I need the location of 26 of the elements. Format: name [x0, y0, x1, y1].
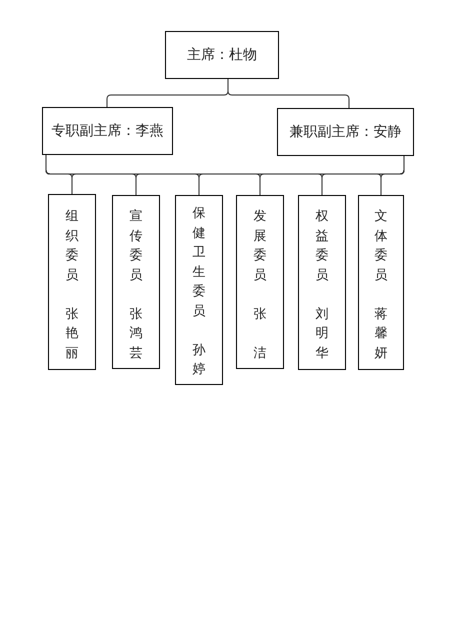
position-title: 组织委员 — [66, 208, 78, 284]
member-name: 刘明华 — [316, 306, 328, 362]
position-title: 文体委员 — [374, 208, 388, 284]
member-name: 蒋馨妍 — [374, 306, 388, 362]
position-box — [358, 195, 404, 370]
position-box — [165, 31, 279, 79]
member-name: 张洁 — [254, 306, 266, 363]
position-box — [42, 107, 173, 155]
position-box — [236, 195, 284, 369]
position-title: 保健卫生委员 — [192, 205, 206, 320]
position-title: 发展委员 — [254, 208, 266, 284]
position-title: 权益委员 — [316, 208, 328, 284]
position-box — [277, 108, 414, 156]
position-box — [48, 194, 96, 370]
position-title: 宣传委员 — [130, 208, 142, 284]
position-box — [298, 195, 346, 370]
position-title: 兼职副主席：安静 — [290, 123, 402, 141]
position-title: 主席：杜物 — [187, 46, 257, 64]
position-title: 专职副主席：李燕 — [52, 122, 164, 140]
member-name: 张鸿芸 — [130, 306, 142, 362]
member-name: 孙婷 — [192, 342, 206, 379]
position-box — [112, 195, 160, 369]
connector-line — [380, 156, 404, 196]
position-box — [175, 195, 223, 385]
connector-line — [228, 78, 350, 108]
member-name: 张艳丽 — [66, 306, 78, 362]
